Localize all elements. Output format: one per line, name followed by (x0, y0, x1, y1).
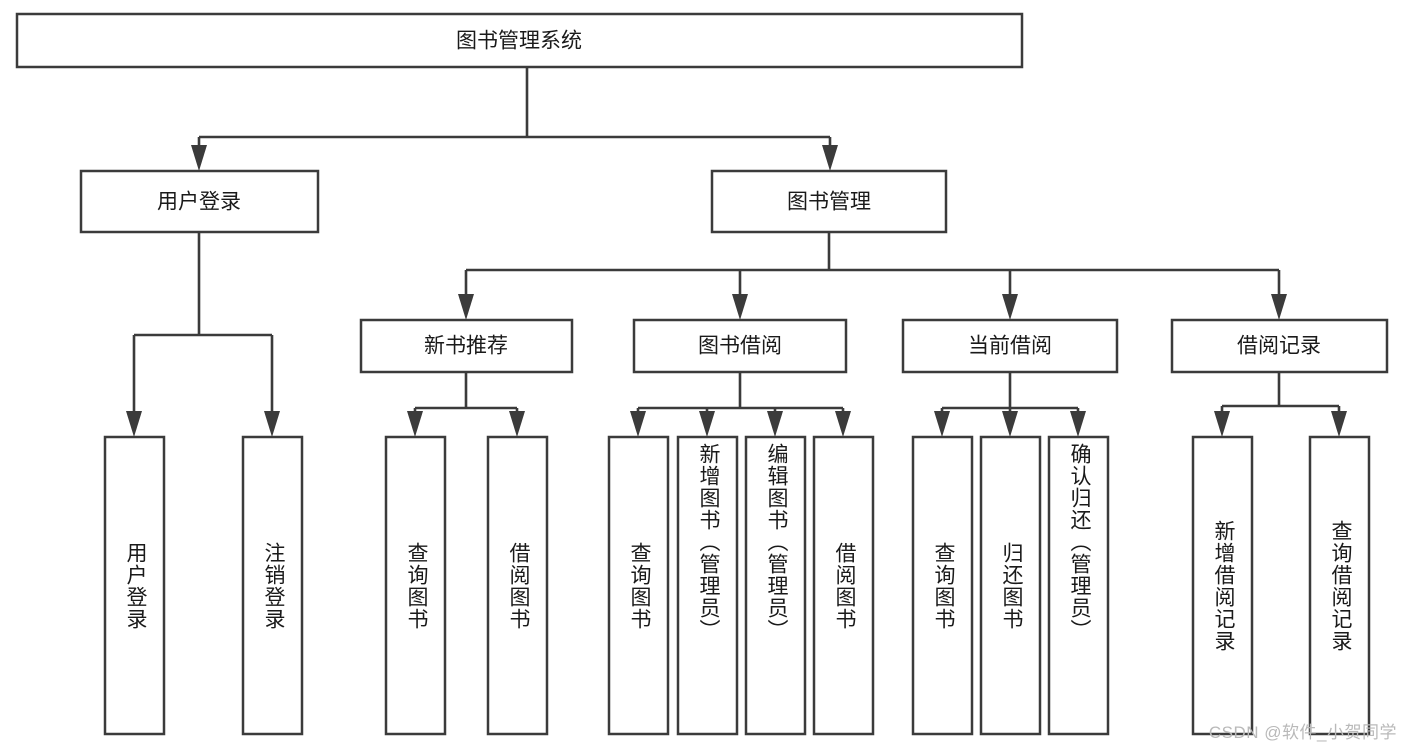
node-book-borrow-label: 图书借阅 (698, 335, 782, 358)
leaf-borrow-book-1-box[interactable] (486, 435, 549, 736)
leaf-query-book-3-box[interactable] (911, 435, 974, 736)
node-borrow-record[interactable]: 借阅记录 (1170, 318, 1389, 374)
node-book-manage-label: 图书管理 (787, 191, 871, 214)
node-new-book-recommend-box (359, 318, 574, 374)
leaf-edit-book-box[interactable] (744, 435, 807, 736)
arrow-icon (407, 411, 423, 437)
arrow-icon (1070, 411, 1086, 437)
arrow-icon (1214, 411, 1230, 437)
connector-user-login-to-leaves (126, 232, 280, 437)
node-root-label: 图书管理系统 (456, 30, 582, 53)
watermark: CSDN @软件_小贺同学 (1208, 723, 1397, 742)
arrow-icon (509, 411, 525, 437)
node-current-borrow-label: 当前借阅 (968, 335, 1052, 358)
arrow-icon (191, 145, 207, 171)
leaf-add-book-box[interactable] (676, 435, 739, 736)
node-book-borrow[interactable]: 图书借阅 (632, 318, 848, 374)
connector-new-book-recommend-to-leaves (407, 372, 525, 437)
leaf-add-record-box[interactable] (1191, 435, 1254, 736)
arrow-icon (835, 411, 851, 437)
arrow-icon (458, 294, 474, 320)
node-current-borrow[interactable]: 当前借阅 (901, 318, 1119, 374)
arrow-icon (1331, 411, 1347, 437)
arrow-icon (767, 411, 783, 437)
arrow-icon (126, 411, 142, 437)
node-book-manage[interactable]: 图书管理 (710, 169, 948, 234)
arrow-icon (264, 411, 280, 437)
arrow-icon (630, 411, 646, 437)
node-root-box (15, 12, 1024, 69)
node-borrow-record-label: 借阅记录 (1237, 335, 1321, 358)
node-current-borrow-box (901, 318, 1119, 374)
node-user-login-label: 用户登录 (157, 191, 241, 214)
leaf-user-login-box[interactable] (103, 435, 166, 736)
connector-root-to-level1 (191, 67, 838, 171)
leaf-query-book-1-box[interactable] (384, 435, 447, 736)
node-new-book-recommend-label: 新书推荐 (424, 335, 508, 358)
arrow-icon (1002, 294, 1018, 320)
connector-current-borrow-to-leaves (934, 372, 1086, 437)
arrow-icon (1002, 411, 1018, 437)
leaf-borrow-book-2-box[interactable] (812, 435, 875, 736)
arrow-icon (1271, 294, 1287, 320)
node-root[interactable]: 图书管理系统 (15, 12, 1024, 69)
arrow-icon (699, 411, 715, 437)
arrow-icon (934, 411, 950, 437)
arrow-icon (732, 294, 748, 320)
leaf-boxes (103, 435, 1371, 736)
node-new-book-recommend[interactable]: 新书推荐 (359, 318, 574, 374)
arrow-icon (822, 145, 838, 171)
node-user-login-box (79, 169, 320, 234)
connector-book-borrow-to-leaves (630, 372, 851, 437)
leaf-query-record-box[interactable] (1308, 435, 1371, 736)
leaf-return-book-box[interactable] (979, 435, 1042, 736)
leaf-logout-box[interactable] (241, 435, 304, 736)
connector-borrow-record-to-leaves (1214, 372, 1347, 437)
leaf-confirm-return-box[interactable] (1047, 435, 1110, 736)
connector-book-manage-to-level2 (458, 232, 1287, 320)
leaf-query-book-2-box[interactable] (607, 435, 670, 736)
node-user-login[interactable]: 用户登录 (79, 169, 320, 234)
